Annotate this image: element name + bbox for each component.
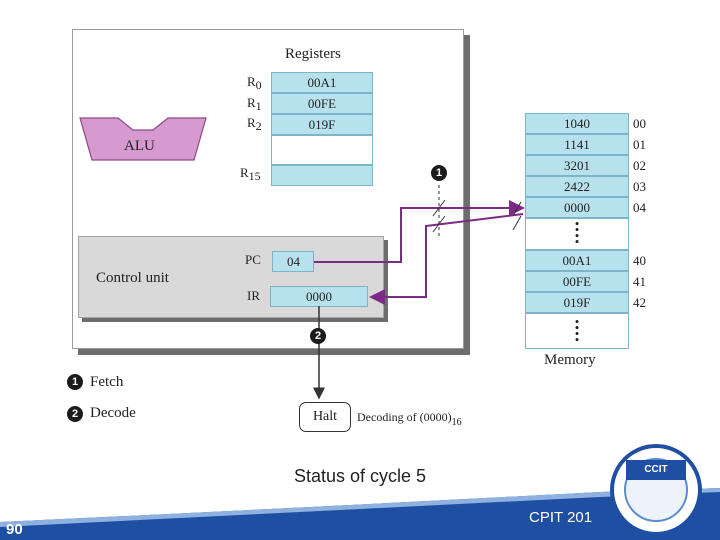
control-unit-label: Control unit bbox=[96, 270, 169, 286]
memory-gap-lower bbox=[525, 313, 629, 349]
memory-cell-41: 00FE bbox=[525, 271, 629, 292]
memory-cell-02: 3201 bbox=[525, 155, 629, 176]
course-code: CPIT 201 bbox=[529, 509, 593, 526]
memory-ellipsis-lower: •••• bbox=[574, 314, 580, 347]
alu-label: ALU bbox=[124, 138, 155, 154]
legend-fetch-badge: 1 bbox=[67, 374, 83, 390]
legend-decode-badge: 2 bbox=[67, 406, 83, 422]
register-name-r1: R1 bbox=[247, 95, 262, 113]
alu-shape bbox=[79, 117, 207, 161]
memory-gap-upper bbox=[525, 218, 629, 250]
register-r0: 00A1 bbox=[271, 72, 373, 93]
memory-cell-03: 2422 bbox=[525, 176, 629, 197]
memory-address-02: 02 bbox=[633, 158, 646, 173]
registers-title: Registers bbox=[285, 46, 341, 62]
pc-label: PC bbox=[245, 252, 261, 267]
decode-step-badge: 2 bbox=[310, 328, 326, 344]
register-name-r15: R15 bbox=[240, 165, 261, 183]
memory-address-42: 42 bbox=[633, 295, 646, 310]
ir-label: IR bbox=[247, 288, 260, 303]
register-gap bbox=[271, 135, 373, 165]
memory-address-04: 04 bbox=[633, 200, 646, 215]
memory-cell-40: 00A1 bbox=[525, 250, 629, 271]
memory-cell-00: 1040 bbox=[525, 113, 629, 134]
university-logo-text: CCIT bbox=[626, 460, 686, 480]
register-r2: 019F bbox=[271, 114, 373, 135]
memory-ellipsis-upper: •••• bbox=[574, 216, 580, 249]
data-bus-line bbox=[369, 213, 524, 305]
address-bus-line bbox=[314, 200, 525, 263]
page-number: 90 bbox=[6, 521, 23, 538]
pc-register: 04 bbox=[272, 251, 314, 272]
halt-box: Halt bbox=[299, 402, 351, 432]
fetch-step-badge: 1 bbox=[431, 165, 447, 181]
memory-label: Memory bbox=[544, 352, 596, 368]
memory-address-00: 00 bbox=[633, 116, 646, 131]
register-r1: 00FE bbox=[271, 93, 373, 114]
decoding-note: Decoding of (0000)16 bbox=[357, 410, 462, 428]
memory-cell-42: 019F bbox=[525, 292, 629, 313]
slide-caption: Status of cycle 5 bbox=[293, 466, 427, 486]
memory-address-40: 40 bbox=[633, 253, 646, 268]
register-name-r2: R2 bbox=[247, 115, 262, 133]
memory-address-03: 03 bbox=[633, 179, 646, 194]
legend-decode-label: Decode bbox=[90, 405, 136, 421]
memory-address-41: 41 bbox=[633, 274, 646, 289]
register-r15 bbox=[271, 165, 373, 186]
memory-cell-01: 1141 bbox=[525, 134, 629, 155]
memory-address-01: 01 bbox=[633, 137, 646, 152]
memory-cell-04: 0000 bbox=[525, 197, 629, 218]
register-name-r0: R0 bbox=[247, 74, 262, 92]
legend-fetch-label: Fetch bbox=[90, 374, 124, 390]
